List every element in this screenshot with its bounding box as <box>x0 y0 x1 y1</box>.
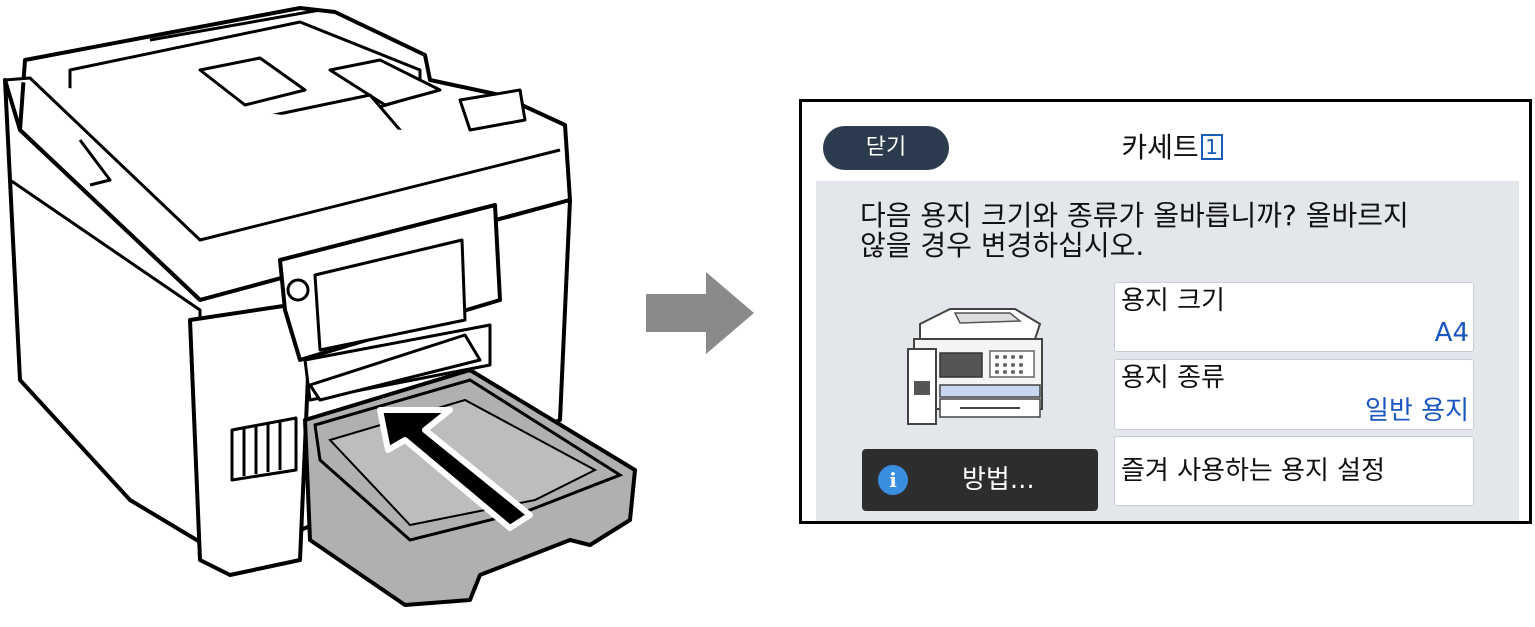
paper-size-setting[interactable]: 용지 크기 A4 <box>1114 282 1474 352</box>
right-arrow-icon <box>646 272 754 354</box>
paper-size-label: 용지 크기 <box>1121 286 1225 316</box>
paper-type-label: 용지 종류 <box>1121 363 1225 393</box>
how-to-button[interactable]: i 방법... <box>862 449 1098 511</box>
favorite-paper-settings-label: 즐겨 사용하는 용지 설정 <box>1121 456 1385 486</box>
how-to-label: 방법... <box>962 465 1035 495</box>
confirmation-message: 다음 용지 크기와 종류가 올바릅니까? 올바르지 않을 경우 변경하십시오. <box>860 201 1500 261</box>
paper-type-setting[interactable]: 용지 종류 일반 용지 <box>1114 359 1474 430</box>
info-icon: i <box>878 465 908 495</box>
favorite-paper-settings-button[interactable]: 즐겨 사용하는 용지 설정 <box>1114 436 1474 506</box>
paper-type-value: 일반 용지 <box>1365 396 1469 426</box>
cassette-number-badge: 1 <box>1200 134 1223 160</box>
paper-size-value: A4 <box>1434 318 1469 348</box>
printer-icon <box>907 308 1043 425</box>
printer-illustration <box>3 6 637 607</box>
message-line-1: 다음 용지 크기와 종류가 올바릅니까? 올바르지 <box>860 199 1409 232</box>
message-line-2: 않을 경우 변경하십시오. <box>860 229 1145 262</box>
close-button[interactable]: 닫기 <box>823 126 949 170</box>
title-text: 카세트 <box>1121 131 1199 164</box>
screen-content: 다음 용지 크기와 종류가 올바릅니까? 올바르지 않을 경우 변경하십시오. … <box>816 181 1519 521</box>
